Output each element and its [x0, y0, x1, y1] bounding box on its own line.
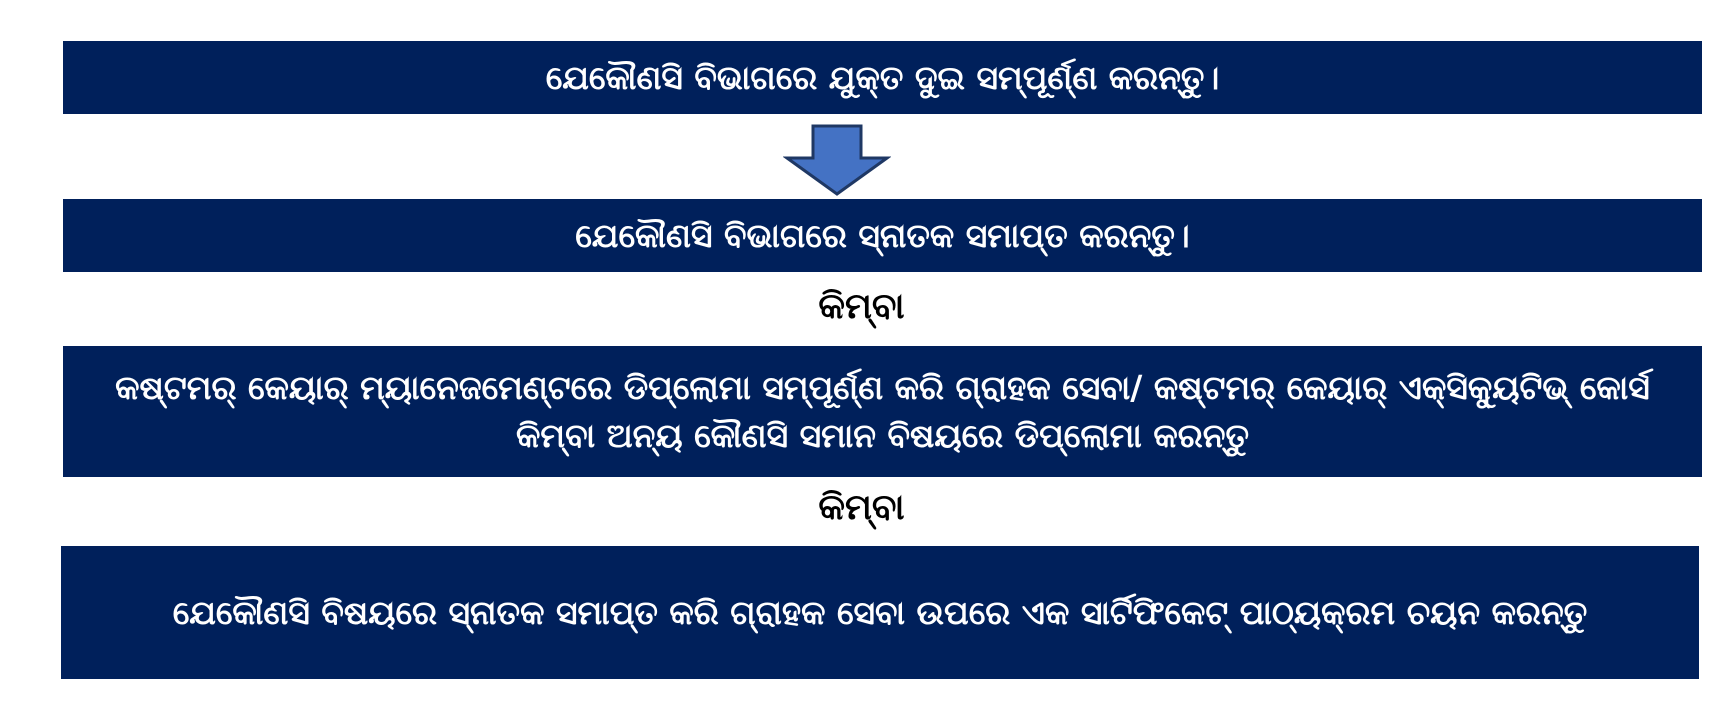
- step-box-3: କଷ୍ଟମର୍ କେୟାର୍ ମ୍ୟାନେଜମେଣ୍ଟରେ ଡିପ୍ଲୋମା ସ…: [63, 346, 1702, 477]
- step-box-4: ଯେକୌଣସି ବିଷୟରେ ସ୍ନାତକ ସମାପ୍ତ କରି ଗ୍ରାହକ …: [61, 546, 1699, 679]
- step-2-text: ଯେକୌଣସି ବିଭାଗରେ ସ୍ନାତକ ସମାପ୍ତ କରନ୍ତୁ।: [575, 215, 1190, 255]
- down-arrow-icon: [783, 124, 891, 196]
- step-box-1: ଯେକୌଣସି ବିଭାଗରେ ଯୁକ୍ତ ଦୁଇ ସମ୍ପୂର୍ଣ୍ଣ କରନ…: [63, 41, 1702, 114]
- step-3-text: କଷ୍ଟମର୍ କେୟାର୍ ମ୍ୟାନେଜମେଣ୍ଟରେ ଡିପ୍ଲୋମା ସ…: [115, 367, 1650, 455]
- step-1-text: ଯେକୌଣସି ବିଭାଗରେ ଯୁକ୍ତ ଦୁଇ ସମ୍ପୂର୍ଣ୍ଣ କରନ…: [545, 57, 1220, 97]
- step-4-text: ଯେକୌଣସି ବିଷୟରେ ସ୍ନାତକ ସମାପ୍ତ କରି ଗ୍ରାହକ …: [172, 592, 1588, 632]
- or-label-2: କିମ୍ବା: [818, 487, 905, 528]
- step-box-2: ଯେକୌଣସି ବିଭାଗରେ ସ୍ନାତକ ସମାପ୍ତ କରନ୍ତୁ।: [63, 199, 1702, 272]
- or-label-1: କିମ୍ବା: [818, 286, 905, 327]
